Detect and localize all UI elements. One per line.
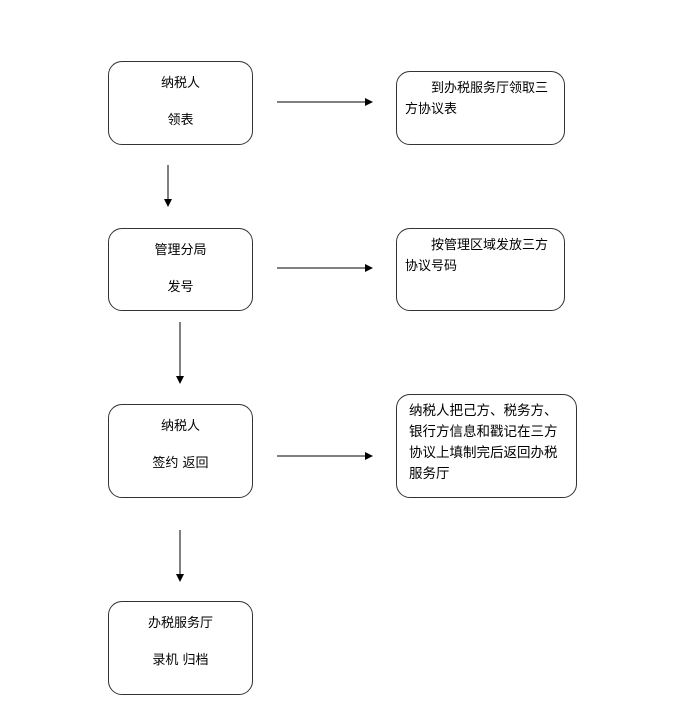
- note-1-text: 到办税服务厅领取三方协议表: [405, 81, 549, 117]
- step-1-line2: 领表: [167, 113, 194, 128]
- step-3-line1: 纳税人: [160, 419, 200, 434]
- step-4-box: 办税服务厅 录机 归档: [108, 601, 253, 695]
- step-2-line2: 发号: [167, 280, 194, 295]
- step-4-line1: 办税服务厅: [147, 616, 213, 631]
- step-4-line2: 录机 归档: [152, 653, 209, 668]
- step-2-line1: 管理分局: [154, 243, 207, 258]
- step-2-box: 管理分局 发号: [108, 228, 253, 311]
- step-3-box: 纳税人 签约 返回: [108, 404, 253, 498]
- note-1-box: 到办税服务厅领取三方协议表: [396, 71, 565, 145]
- step-3-line2: 签约 返回: [152, 456, 209, 471]
- note-2-text: 按管理区域发放三方协议号码: [405, 238, 549, 274]
- step-1-line1: 纳税人: [160, 76, 200, 91]
- note-3-text: 纳税人把己方、税务方、银行方信息和戳记在三方协议上填制完后返回办税服务厅: [409, 403, 558, 482]
- note-3-box: 纳税人把己方、税务方、银行方信息和戳记在三方协议上填制完后返回办税服务厅: [396, 394, 577, 498]
- note-2-box: 按管理区域发放三方协议号码: [396, 228, 565, 311]
- step-1-box: 纳税人 领表: [108, 61, 253, 145]
